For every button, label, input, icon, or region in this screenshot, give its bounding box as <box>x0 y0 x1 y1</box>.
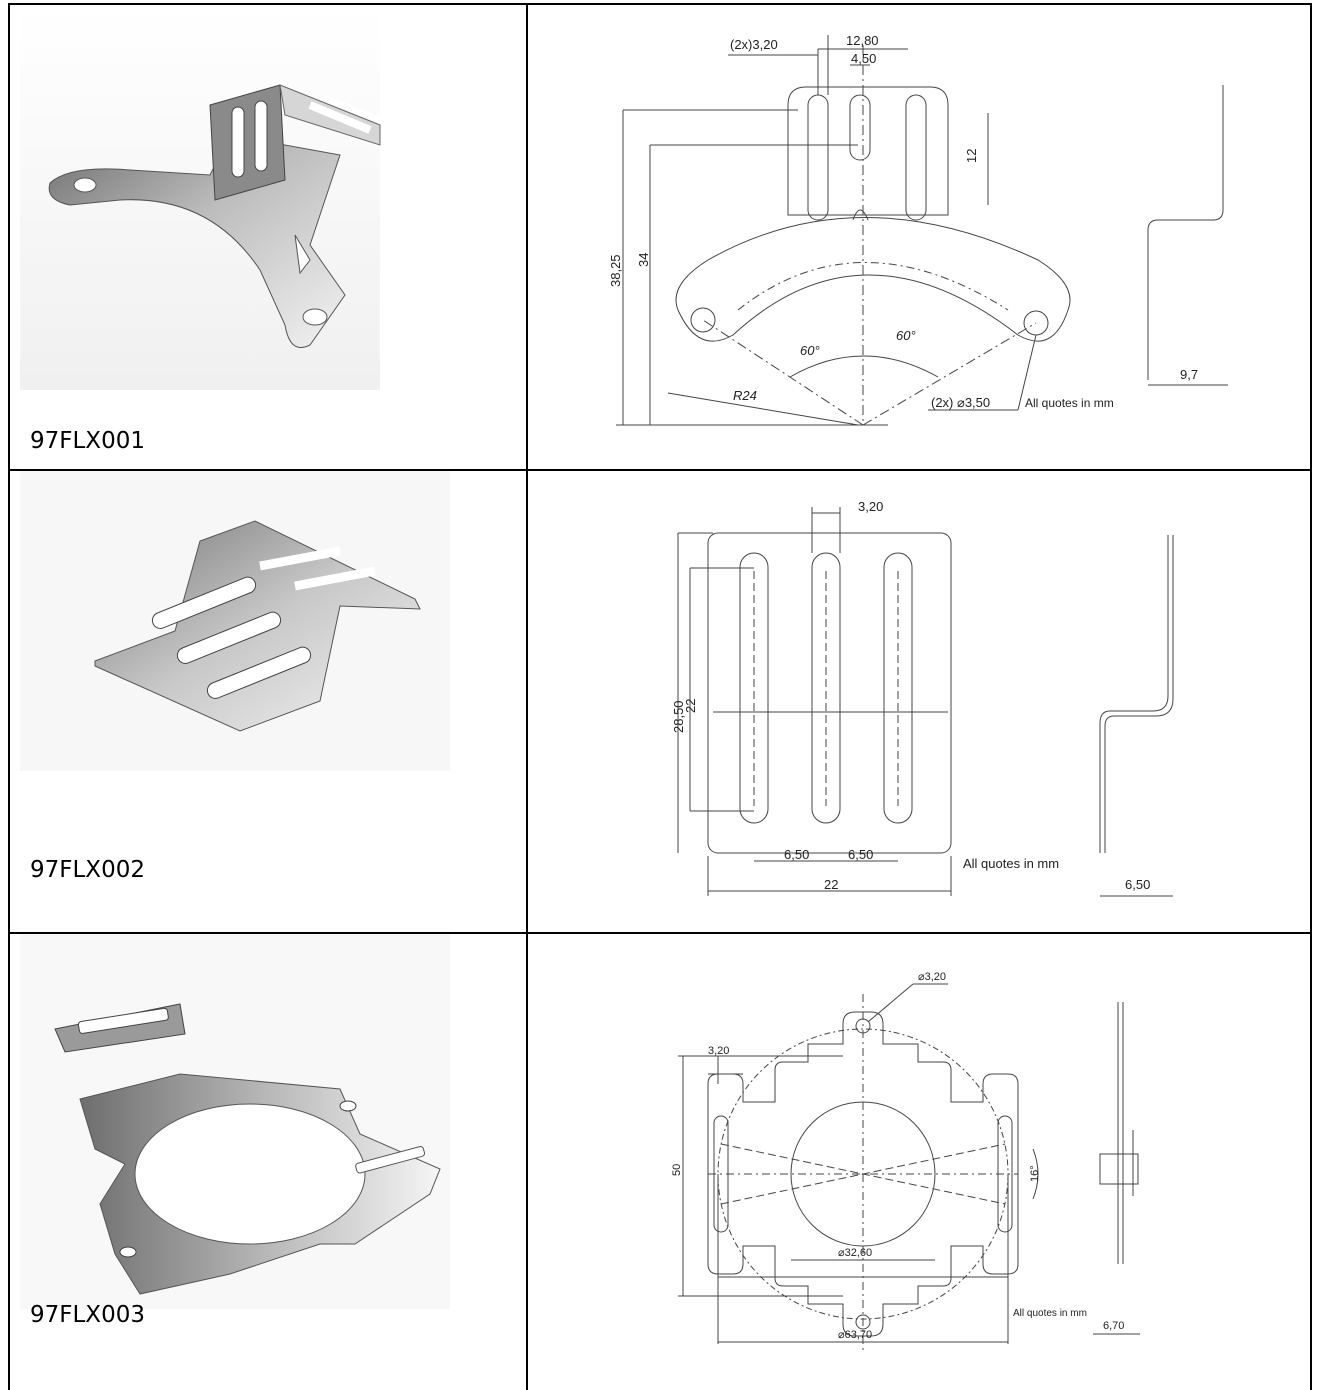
table-border-right <box>1310 3 1312 1390</box>
dimension-label: (2x) ⌀3,50 <box>931 395 990 410</box>
dimension-label: 6,50 <box>1125 877 1150 892</box>
dimension-label: (2x)3,20 <box>730 37 778 52</box>
technical-drawing-cell: 3,20 28,50 22 6,50 6,50 22 6,50 All quot… <box>528 471 1310 932</box>
product-image-cell: 97FLX002 <box>10 471 526 932</box>
dimension-label: 16° <box>1029 1165 1041 1182</box>
technical-drawing-cell: (2x)3,20 12,80 4,50 12 38,25 34 60° 60° … <box>528 5 1310 469</box>
table-row-divider-1 <box>8 469 1312 471</box>
product-image-cell: 97FLX003 <box>10 934 526 1390</box>
dimension-label: 9,7 <box>1180 367 1198 382</box>
technical-drawing-97flx003: ⌀3,20 3,20 50 16° ⌀32,60 ⌀63,70 6,70 All… <box>671 971 1140 1354</box>
dimension-label: ⌀63,70 <box>838 1329 872 1341</box>
bracket-render-97flx003 <box>20 934 450 1309</box>
dimension-label: 60° <box>800 343 820 358</box>
table-border-top <box>8 3 1312 5</box>
units-note: All quotes in mm <box>1025 396 1114 410</box>
dimension-label: 12,80 <box>846 33 879 48</box>
dimension-label: 34 <box>636 253 651 267</box>
bracket-render-97flx002 <box>20 471 450 771</box>
dimension-label: 6,70 <box>1103 1320 1124 1332</box>
dimension-label: 3,20 <box>858 499 883 514</box>
dimension-label: R24 <box>733 388 757 403</box>
table-row-divider-2 <box>8 932 1312 934</box>
units-note: All quotes in mm <box>963 856 1059 871</box>
dimension-label: 22 <box>683 699 698 713</box>
product-image-cell: 97FLX001 <box>10 5 526 469</box>
product-code: 97FLX003 <box>30 1302 145 1328</box>
dimension-label: ⌀3,20 <box>918 971 946 983</box>
product-code: 97FLX002 <box>30 857 145 883</box>
technical-drawing-cell: ⌀3,20 3,20 50 16° ⌀32,60 ⌀63,70 6,70 All… <box>528 934 1310 1390</box>
dimension-label: 4,50 <box>851 51 876 66</box>
dimension-label: 22 <box>824 877 838 892</box>
technical-drawing-97flx002: 3,20 28,50 22 6,50 6,50 22 6,50 All quot… <box>671 499 1174 897</box>
dimension-label: 28,50 <box>671 700 686 733</box>
dimension-label: 38,25 <box>608 254 623 287</box>
dimension-label: 60° <box>896 328 916 343</box>
dimension-label: ⌀32,60 <box>838 1247 872 1259</box>
units-note: All quotes in mm <box>1013 1308 1087 1319</box>
table-border-left <box>8 3 10 1390</box>
dimension-label: 12 <box>964 149 979 163</box>
dimension-label: 6,50 <box>784 847 809 862</box>
table-column-divider <box>526 3 528 1390</box>
bracket-render-97flx001 <box>20 5 382 390</box>
product-code: 97FLX001 <box>30 428 145 454</box>
dimension-label: 3,20 <box>708 1045 729 1057</box>
dimension-label: 50 <box>671 1164 683 1176</box>
technical-drawing-97flx001: (2x)3,20 12,80 4,50 12 38,25 34 60° 60° … <box>608 33 1228 426</box>
dimension-label: 6,50 <box>848 847 873 862</box>
